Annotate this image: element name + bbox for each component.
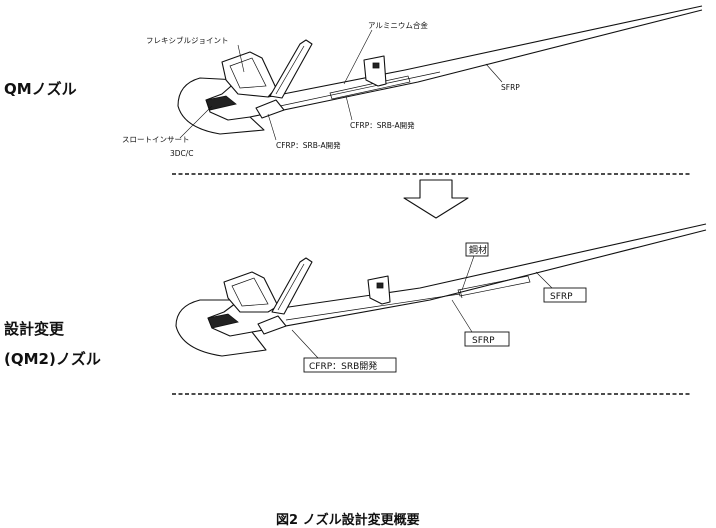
leader-cfrp-upper xyxy=(345,95,353,121)
qm2-nozzle-drawing xyxy=(175,223,707,357)
leader-steel xyxy=(461,255,475,291)
qm-nose-shell xyxy=(177,77,265,135)
qm2-flexible-joint-inner xyxy=(231,277,269,307)
callout-aluminum-alloy: アルミニウム合金 xyxy=(368,20,428,30)
qm-bracket xyxy=(363,55,387,87)
qm2-exit-cone-inner xyxy=(251,229,707,333)
qm2-steel-ring xyxy=(457,275,531,297)
qm-exit-cone-inner xyxy=(249,9,703,118)
callout-steel-box xyxy=(465,242,489,257)
qm-throat-insert xyxy=(205,95,237,111)
qm-nozzle-drawing xyxy=(177,5,703,135)
callout-sfrp-center-box xyxy=(464,331,510,347)
qm2-actuator-arm-inner xyxy=(277,263,305,311)
qm-bracket-bolt xyxy=(372,62,380,69)
callout-throat-insert-line1: スロートインサート xyxy=(122,135,190,144)
callout-sfrp-center: SFRP xyxy=(472,336,495,346)
qm-flexible-joint-inner xyxy=(229,57,267,89)
callout-cfrp-upper: CFRP：SRB-A開発 xyxy=(350,121,415,130)
qm2-actuator-arm xyxy=(271,257,313,315)
callout-sfrp-right-box xyxy=(543,287,587,303)
qm-nozzle-label: QMノズル xyxy=(4,80,77,98)
qm2-callouts: 鋼材 SFRP SFRP CFRP：SRB開発 xyxy=(303,242,587,373)
qm-exit-cone-outer xyxy=(267,5,703,98)
qm2-leader-lines xyxy=(291,255,553,359)
qm-callouts: フレキシブルジョイント アルミニウム合金 SFRP CFRP：SRB-A開発 C… xyxy=(122,20,520,158)
callout-cfrp: CFRP：SRB開発 xyxy=(309,360,377,372)
qm-liner-line xyxy=(279,71,441,107)
callout-throat-insert-line2: 3DC/C xyxy=(170,149,194,158)
qm-throat-block xyxy=(255,99,285,119)
leader-aluminum xyxy=(343,29,373,85)
leader-flexible-joint xyxy=(237,44,245,73)
leader-cfrp-bottom xyxy=(291,329,319,359)
leader-cfrp-lower xyxy=(267,113,277,141)
down-arrow xyxy=(403,179,469,219)
qm2-joint-line xyxy=(459,289,463,299)
callout-steel: 鋼材 xyxy=(469,244,487,256)
qm2-nose-shell xyxy=(175,299,267,357)
callout-sfrp-right: SFRP xyxy=(550,292,573,302)
leader-sfrp-center xyxy=(451,299,473,333)
leader-sfrp-right xyxy=(535,271,553,289)
qm2-throat-insert xyxy=(207,313,239,329)
qm-leader-lines xyxy=(179,29,503,141)
qm-actuator-arm-inner xyxy=(275,45,305,95)
qm2-bracket-bolt xyxy=(376,282,384,289)
qm2-exit-cone-outer xyxy=(267,223,707,311)
leader-throat-insert xyxy=(179,105,213,139)
callout-sfrp-top: SFRP xyxy=(501,83,520,92)
callout-flexible-joint: フレキシブルジョイント xyxy=(146,35,229,45)
callout-cfrp-box xyxy=(303,357,397,373)
qm2-throat-block xyxy=(257,315,287,335)
figure-caption: 図2 ノズル設計変更概要 xyxy=(276,512,420,528)
qm2-label-line2: (QM2)ノズル xyxy=(4,350,101,368)
qm2-label-line1: 設計変更 xyxy=(4,320,65,338)
qm2-flexible-joint xyxy=(223,271,279,313)
qm-actuator-arm xyxy=(269,39,313,99)
callout-cfrp-lower: CFRP：SRB-A開発 xyxy=(276,141,341,150)
leader-sfrp-top xyxy=(485,63,503,83)
qm2-bracket xyxy=(367,275,391,305)
qm2-liner-line xyxy=(285,293,461,321)
